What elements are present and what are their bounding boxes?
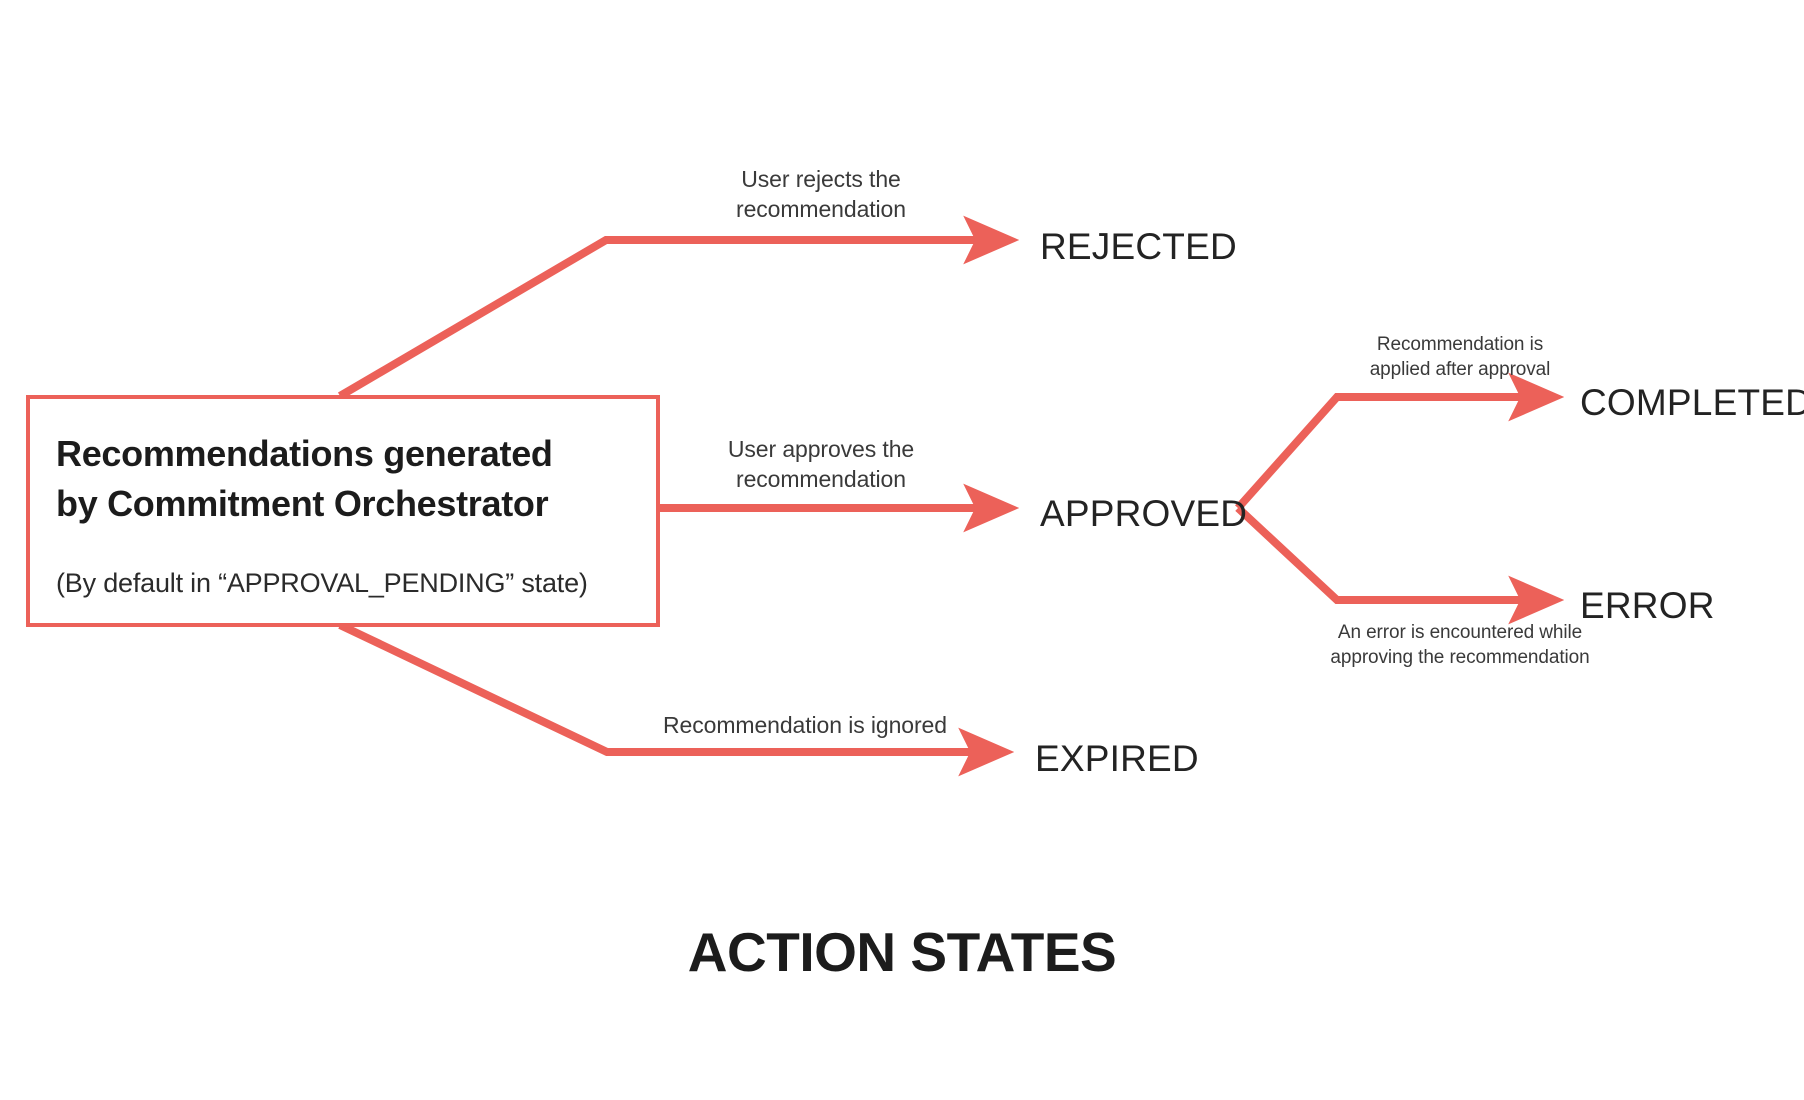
edge-label-approved: User approves the recommendation: [727, 436, 915, 493]
state-node-completed: COMPLETED: [1580, 382, 1804, 423]
state-node-rejected: REJECTED: [1040, 226, 1237, 267]
edge-source-to-rejected: [337, 215, 1020, 400]
edge-approved-to-completed: [1235, 372, 1565, 511]
edge-label-rejected: User rejects the recommendation: [736, 166, 906, 223]
edge-label-completed: Recommendation is applied after approval: [1369, 334, 1551, 381]
source-node-subtitle: (By default in “APPROVAL_PENDING” state): [56, 568, 588, 598]
diagram-title: ACTION STATES: [687, 921, 1117, 983]
source-node: Recommendations generated by Commitment …: [26, 395, 660, 627]
edge-approved-to-error: [1235, 505, 1565, 625]
edge-label-error: An error is encountered while approving …: [1330, 622, 1590, 669]
state-node-expired: EXPIRED: [1035, 738, 1199, 779]
state-node-approved: APPROVED: [1040, 493, 1248, 534]
state-node-error: ERROR: [1580, 585, 1715, 626]
edge-label-expired: Recommendation is ignored: [663, 712, 947, 738]
source-node-title: Recommendations generated by Commitment …: [56, 433, 553, 524]
